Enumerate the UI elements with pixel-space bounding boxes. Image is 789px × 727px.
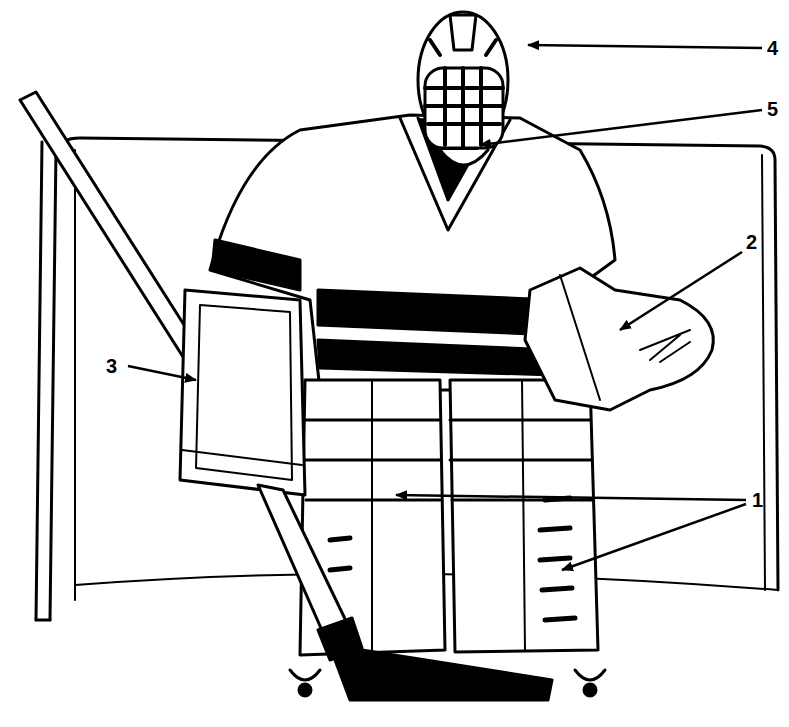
leader-line: [128, 366, 196, 380]
leader-line: [562, 504, 746, 570]
leader-line: [396, 495, 746, 500]
callout-number: 3: [106, 356, 117, 376]
leader-line: [480, 110, 762, 145]
leader-line: [620, 252, 742, 330]
callout-number: 1: [752, 490, 763, 510]
callout-number: 5: [767, 99, 778, 119]
leader-line: [528, 45, 762, 48]
callout-number: 4: [767, 38, 778, 58]
callout-number: 2: [746, 232, 757, 252]
